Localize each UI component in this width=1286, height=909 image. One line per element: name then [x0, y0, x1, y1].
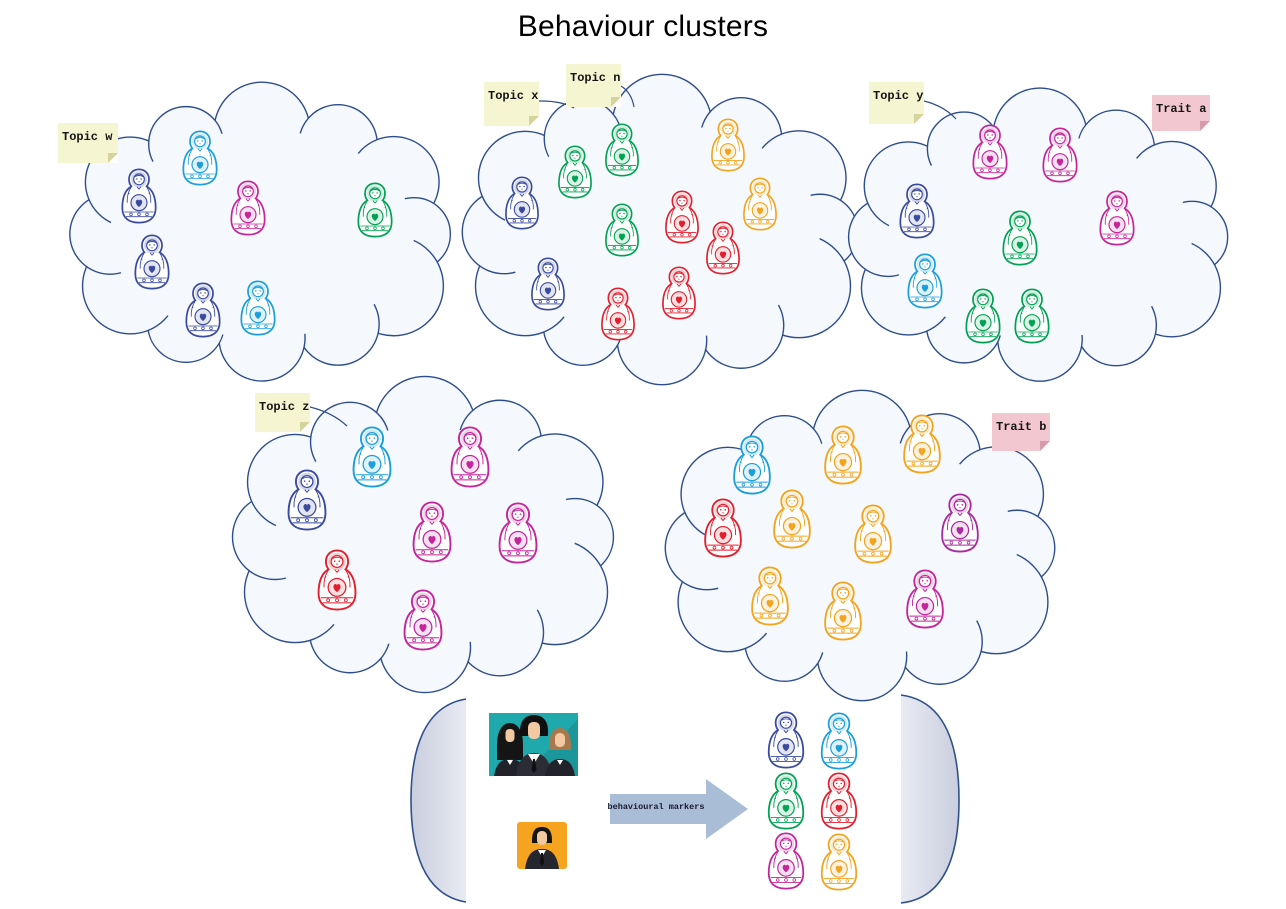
cluster-topic-x-n [461, 73, 859, 386]
cluster-trait-b [664, 389, 1056, 702]
arrow-right-icon [610, 779, 748, 839]
matryoshka-orange-icon [820, 833, 858, 891]
cluster-topic-z [231, 375, 615, 694]
clusters-layer [69, 73, 1229, 702]
sticky-note-topic-z: Topic z [255, 393, 310, 432]
data-store-cylinder [410, 694, 960, 904]
sticky-note-label: Topic n [570, 71, 621, 85]
sticky-note-label: Trait b [996, 420, 1047, 434]
sticky-note-trait-b: Trait b [992, 413, 1050, 451]
matryoshka-green-icon [767, 772, 805, 830]
person-photo-icon [517, 822, 567, 869]
result-dolls-layer [767, 711, 858, 891]
sticky-note-topic-n: Topic n [566, 64, 621, 107]
arrow-label: behavioural markers [607, 802, 705, 812]
sticky-note-label: Topic y [873, 89, 924, 103]
sticky-note-label: Topic x [488, 89, 539, 103]
sticky-note-topic-y: Topic y [869, 82, 924, 124]
matryoshka-cyan-icon [820, 712, 858, 770]
sticky-note-label: Topic w [62, 130, 113, 144]
sticky-note-label: Trait a [1156, 102, 1207, 116]
matryoshka-red-icon [820, 772, 858, 830]
cylinder-right-cap [901, 695, 959, 903]
cluster-topic-w [69, 81, 452, 382]
page-title: Behaviour clusters [517, 10, 769, 43]
sticky-note-topic-x: Topic x [484, 82, 539, 126]
matryoshka-magenta-icon [767, 832, 805, 890]
matryoshka-indigo-icon [767, 711, 805, 769]
cloud-body [888, 135, 1192, 339]
note-connector [620, 85, 635, 108]
note-connector [923, 100, 957, 120]
cluster-topic-y [847, 87, 1229, 382]
note-connector [309, 406, 348, 427]
pipeline-layer [410, 694, 960, 904]
cylinder-left-cap [411, 699, 466, 902]
team-photo-icon [489, 713, 578, 776]
sticky-note-trait-a: Trait a [1152, 95, 1210, 131]
sticky-note-label: Topic z [259, 400, 310, 414]
sticky-note-topic-w: Topic w [58, 123, 118, 163]
cloud-body [110, 130, 414, 338]
